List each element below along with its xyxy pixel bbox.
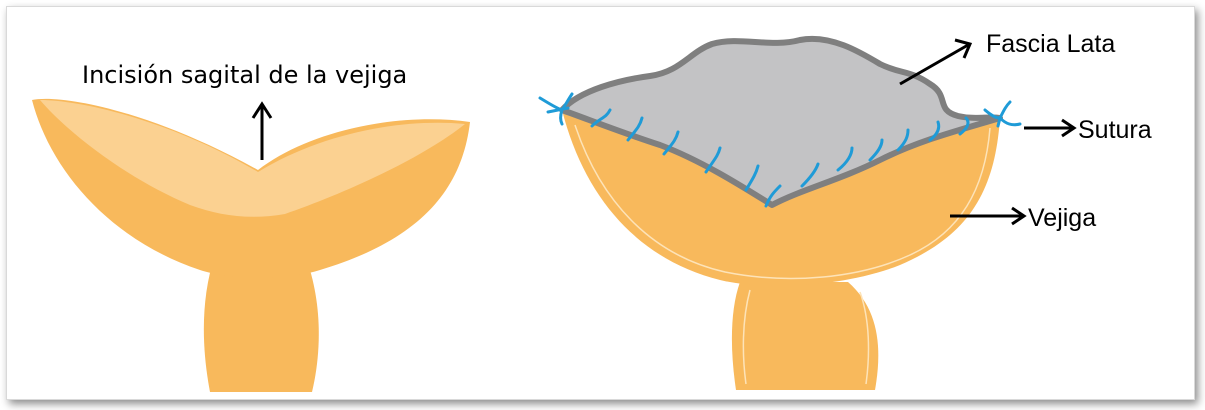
sutura-label: Sutura <box>1078 116 1152 144</box>
repaired-bladder: Fascia Lata Sutura Vejiga <box>540 30 1152 390</box>
incision-arrow <box>253 104 271 160</box>
sutura-arrow <box>1024 120 1074 136</box>
vejiga-label: Vejiga <box>1028 204 1096 232</box>
fascia-arrow <box>900 40 970 84</box>
incision-label: Incisión sagital de la vejiga <box>82 61 407 89</box>
opened-bladder: Incisión sagital de la vejiga <box>32 61 470 392</box>
bladder-neck-right <box>732 282 878 390</box>
fascia-lata-label: Fascia Lata <box>986 30 1115 58</box>
